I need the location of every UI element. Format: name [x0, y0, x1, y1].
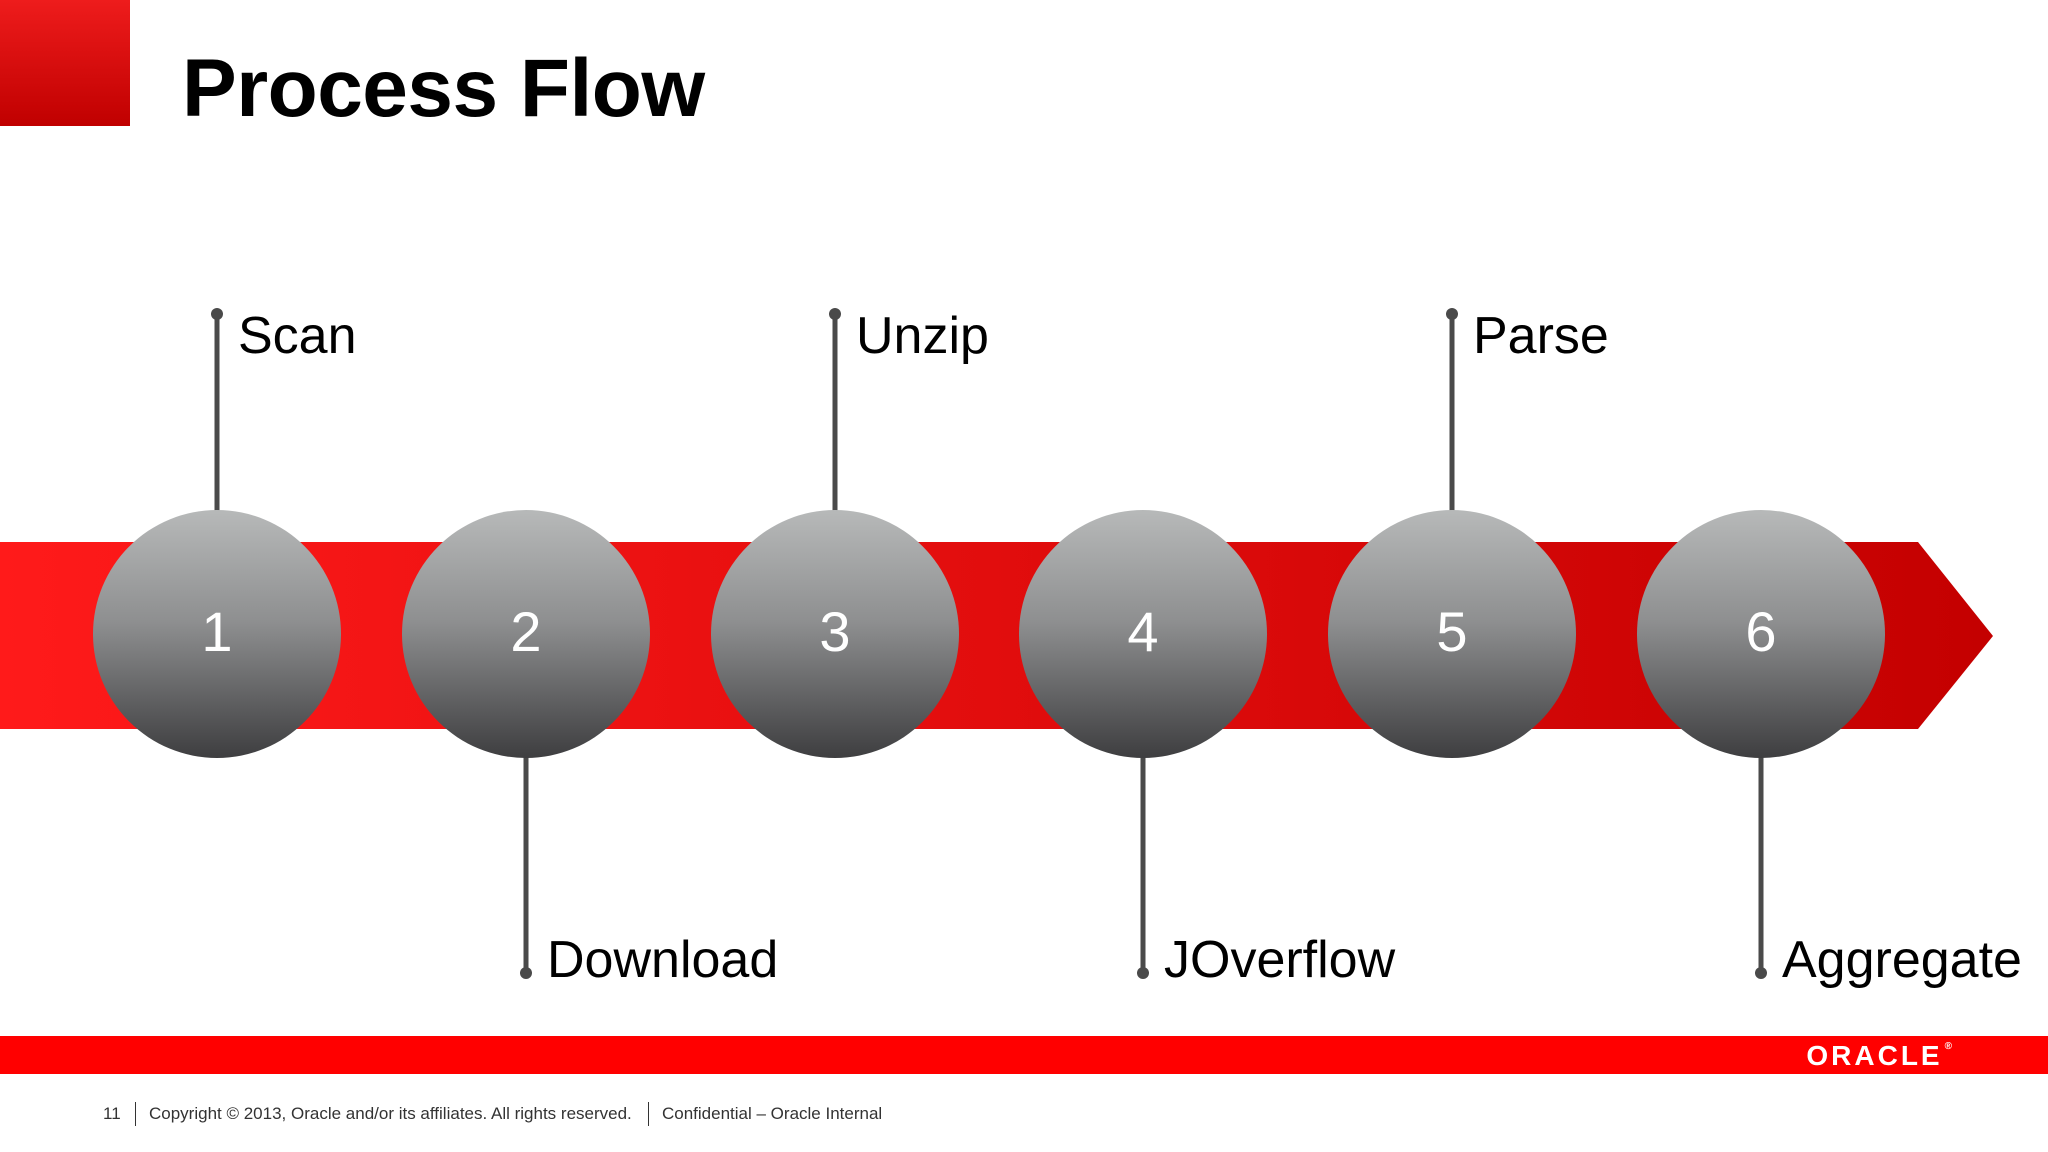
step-circle: [1328, 510, 1576, 758]
footer-separator: [135, 1102, 136, 1126]
connector-dot: [211, 308, 223, 320]
connector-dot: [829, 308, 841, 320]
brand-corner-block: [0, 0, 130, 126]
connector-dot: [520, 967, 532, 979]
connector-dot: [1446, 308, 1458, 320]
copyright-text: Copyright © 2013, Oracle and/or its affi…: [149, 1104, 632, 1123]
step-number: 4: [1127, 600, 1159, 663]
step-number: 2: [510, 600, 542, 663]
step-label: JOverflow: [1164, 931, 1396, 989]
connector-dot: [1755, 967, 1767, 979]
step-number: 6: [1745, 600, 1777, 663]
step-circle: [1019, 510, 1267, 758]
connector-dot: [1137, 967, 1149, 979]
step-circle: [402, 510, 650, 758]
step-label: Download: [547, 931, 779, 989]
oracle-logo: ORACLE®: [1806, 1040, 1952, 1071]
step-label: Scan: [238, 307, 357, 365]
footer-bar: [0, 1036, 2048, 1074]
step-number: 5: [1436, 600, 1468, 663]
step-circle: [1637, 510, 1885, 758]
page-number: 11: [103, 1104, 121, 1123]
step-label: Unzip: [856, 307, 989, 365]
step-circle: [711, 510, 959, 758]
step-number: 3: [819, 600, 851, 663]
confidential-text: Confidential – Oracle Internal: [662, 1104, 883, 1123]
step-number: 1: [201, 600, 233, 663]
footer-separator: [648, 1102, 649, 1126]
page-title: Process Flow: [182, 43, 705, 134]
step-label: Aggregate: [1782, 931, 2022, 989]
step-circle: [93, 510, 341, 758]
step-label: Parse: [1473, 307, 1609, 365]
